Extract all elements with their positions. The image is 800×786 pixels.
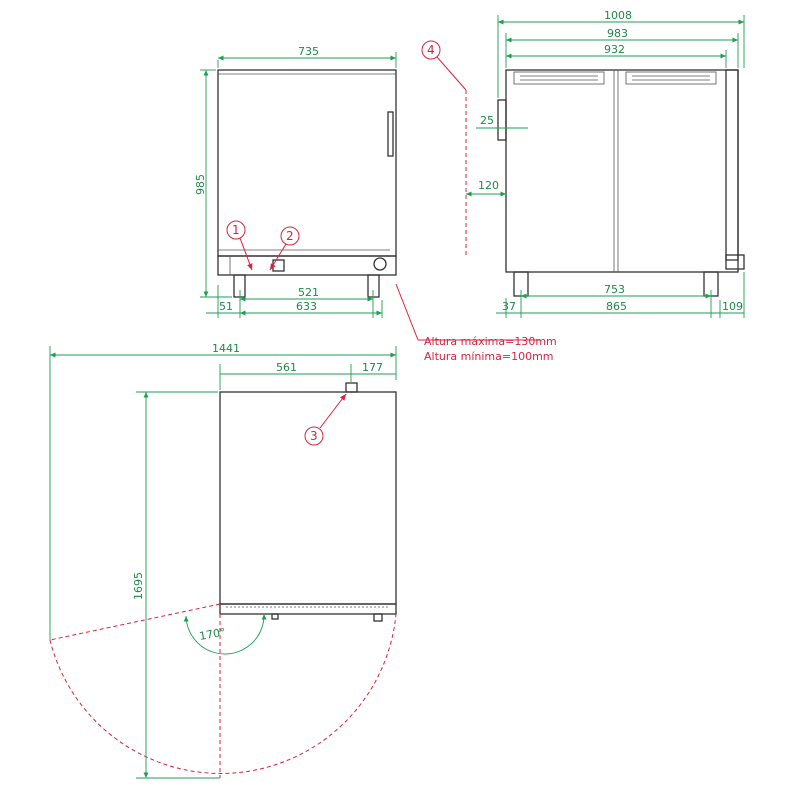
dim-side-109: 109 [722, 300, 743, 313]
dim-side-25: 25 [480, 114, 494, 127]
dim-top-561: 561 [276, 361, 297, 374]
callout-1: 1 [226, 220, 253, 271]
dim-front-height: 985 [194, 174, 207, 195]
foot-left [233, 274, 246, 298]
dim-side-983: 983 [607, 27, 628, 40]
dim-side-753: 753 [604, 283, 625, 296]
side-dimensions: 1008 983 932 25 120 753 37 865 109 [466, 9, 745, 318]
dim-top-total: 1441 [212, 342, 240, 355]
front-view [217, 69, 397, 298]
power-knob [373, 257, 387, 271]
top-view [219, 382, 397, 622]
foot-right [367, 274, 380, 298]
dim-top-depth: 1695 [132, 572, 145, 600]
dim-side-total: 1008 [604, 9, 632, 22]
foot-height-note: Altura máxima=130mm Altura mínima=100mm [395, 283, 557, 363]
height-max-label: Altura máxima=130mm [424, 335, 557, 348]
door-handle [387, 111, 394, 157]
dim-front-base: 633 [296, 300, 317, 313]
callout-2: 2 [269, 226, 300, 271]
svg-text:1: 1 [232, 223, 240, 237]
dim-front-inner: 521 [298, 286, 319, 299]
vent-left [513, 71, 605, 85]
top-dimensions: 1441 561 177 1695 [49, 342, 397, 779]
dim-side-120: 120 [478, 179, 499, 192]
dim-front-offset: 51 [219, 300, 233, 313]
callout-4: 4 [421, 40, 467, 258]
svg-text:2: 2 [286, 229, 294, 243]
callout-3: 3 [304, 393, 347, 446]
dim-top-177: 177 [362, 361, 383, 374]
dim-side-865: 865 [606, 300, 627, 313]
door-angle-label: 170° [198, 626, 226, 643]
front-dimensions: 735 985 521 633 51 [194, 45, 397, 318]
side-view [497, 69, 745, 297]
rear-pipe [497, 99, 507, 141]
svg-text:4: 4 [427, 43, 435, 57]
dim-front-width: 735 [298, 45, 319, 58]
height-min-label: Altura mínima=100mm [424, 350, 554, 363]
dim-side-37: 37 [502, 300, 516, 313]
exhaust-chimney [345, 382, 358, 393]
vent-right [625, 71, 717, 85]
dim-side-932: 932 [604, 43, 625, 56]
svg-text:3: 3 [310, 429, 318, 443]
door-swing: 170° [49, 603, 397, 778]
